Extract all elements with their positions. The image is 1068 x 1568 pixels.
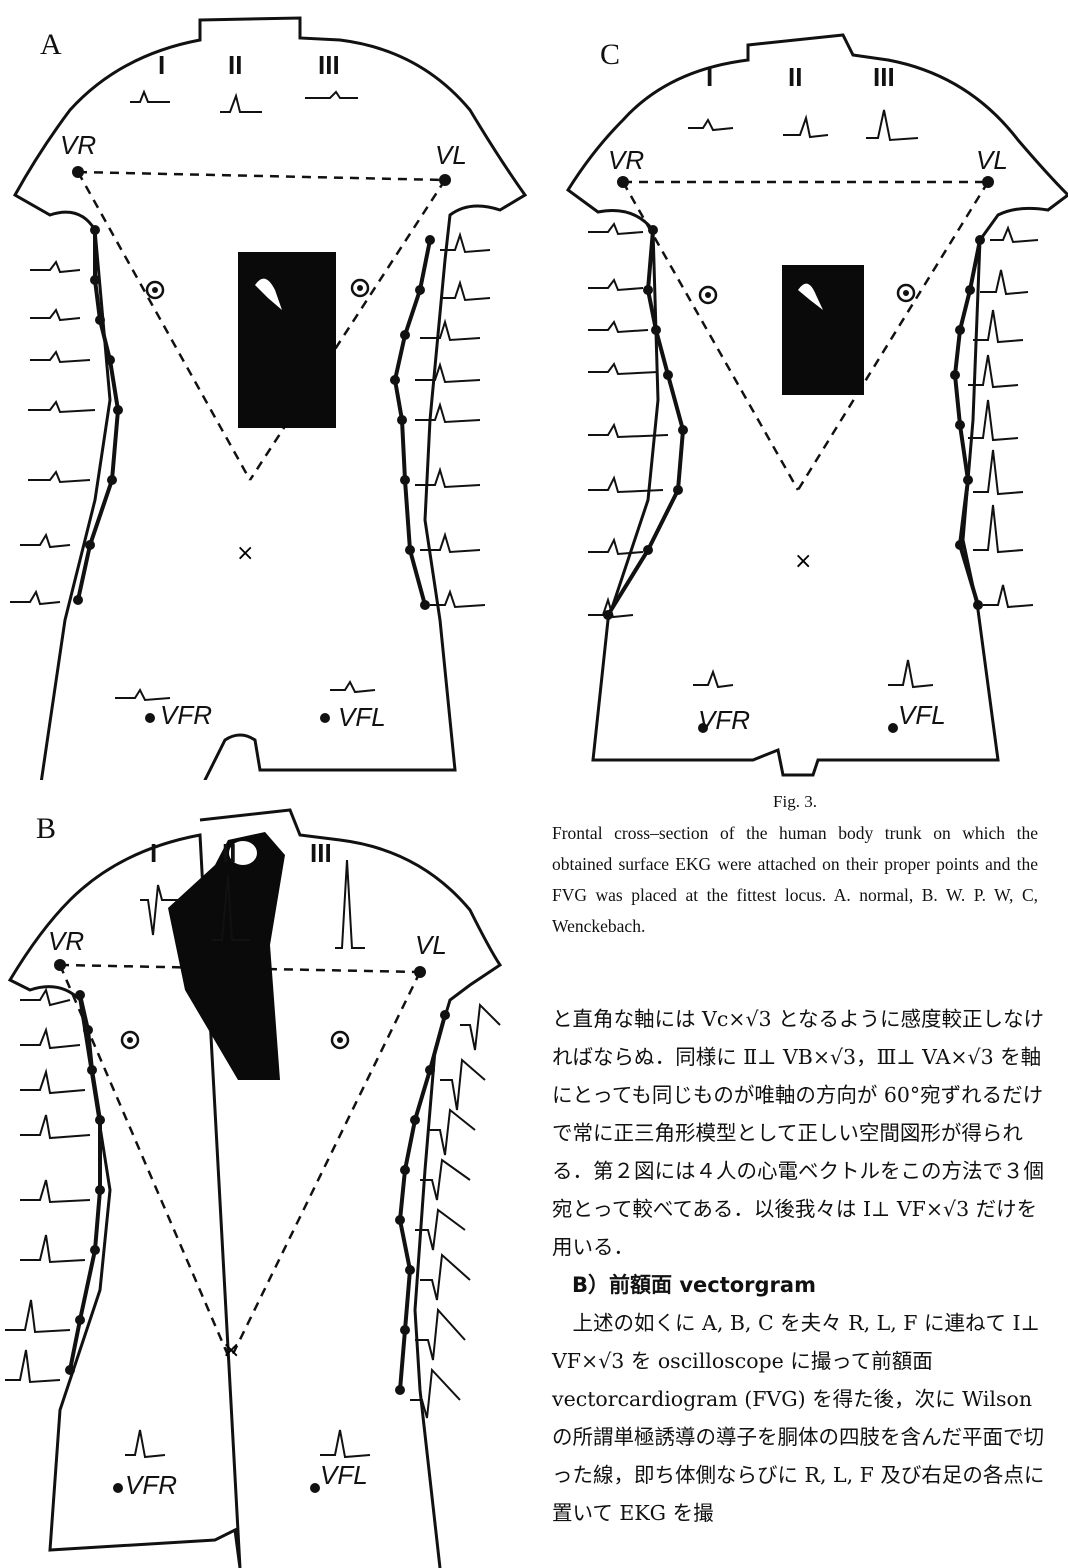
lead-label-i-b: I bbox=[150, 838, 157, 869]
site-label-vfr-a: VFR bbox=[160, 700, 212, 731]
site-label-vfl-a: VFL bbox=[338, 702, 386, 733]
site-label-vr-b: VR bbox=[48, 926, 84, 957]
svg-text:×: × bbox=[236, 541, 254, 566]
fvg-loop-a bbox=[238, 252, 336, 428]
paragraph-1: と直角な軸には Vc×√3 となるように感度較正しなければならぬ．同様に Ⅱ⊥ … bbox=[552, 1000, 1052, 1266]
lead-label-iii-c: III bbox=[873, 62, 895, 93]
fvg-loop-c bbox=[782, 265, 864, 395]
torso-diagram-a: × bbox=[0, 0, 540, 780]
panel-label-a: A bbox=[40, 28, 62, 62]
lead-label-iii-b: III bbox=[310, 838, 332, 869]
lead-label-ii-b: II bbox=[222, 838, 236, 869]
torso-diagram-c: × bbox=[548, 0, 1068, 780]
figure-caption: Fig. 3. Frontal cross–section of the hum… bbox=[552, 792, 1038, 942]
site-label-vr-a: VR bbox=[60, 130, 96, 161]
panel-label-c: C bbox=[600, 38, 620, 72]
svg-text:×: × bbox=[794, 549, 812, 574]
site-label-vfr-b: VFR bbox=[125, 1470, 177, 1501]
figure-panel-b: × bbox=[0, 790, 540, 1568]
torso-diagram-b: × bbox=[0, 790, 540, 1568]
site-label-vl-c: VL bbox=[976, 145, 1008, 176]
figure-panel-a: × bbox=[0, 0, 540, 780]
site-label-vfl-c: VFL bbox=[898, 700, 946, 731]
panel-label-b: B bbox=[36, 812, 56, 846]
lead-label-iii-a: III bbox=[318, 50, 340, 81]
svg-text:×: × bbox=[222, 1338, 240, 1363]
site-label-vl-b: VL bbox=[415, 930, 447, 961]
section-heading: B）前額面 vectorgram bbox=[552, 1266, 1052, 1304]
site-label-vfl-b: VFL bbox=[320, 1460, 368, 1491]
lead-label-i-c: I bbox=[706, 62, 713, 93]
figure-panel-c: × bbox=[548, 0, 1068, 780]
figure-caption-text: Frontal cross–section of the human body … bbox=[552, 818, 1038, 942]
site-label-vfr-c: VFR bbox=[698, 705, 750, 736]
lead-label-ii-c: II bbox=[788, 62, 802, 93]
lead-label-ii-a: II bbox=[228, 50, 242, 81]
paragraph-2: 上述の如くに A, B, C を夫々 R, L, F に連ねて Ⅰ⊥ VF×√3… bbox=[552, 1304, 1052, 1532]
figure-number: Fig. 3. bbox=[552, 792, 1038, 812]
lead-label-i-a: I bbox=[158, 50, 165, 81]
site-label-vr-c: VR bbox=[608, 145, 644, 176]
body-text: と直角な軸には Vc×√3 となるように感度較正しなければならぬ．同様に Ⅱ⊥ … bbox=[552, 1000, 1052, 1532]
fvg-loop-b bbox=[168, 832, 285, 1080]
site-label-vl-a: VL bbox=[435, 140, 467, 171]
